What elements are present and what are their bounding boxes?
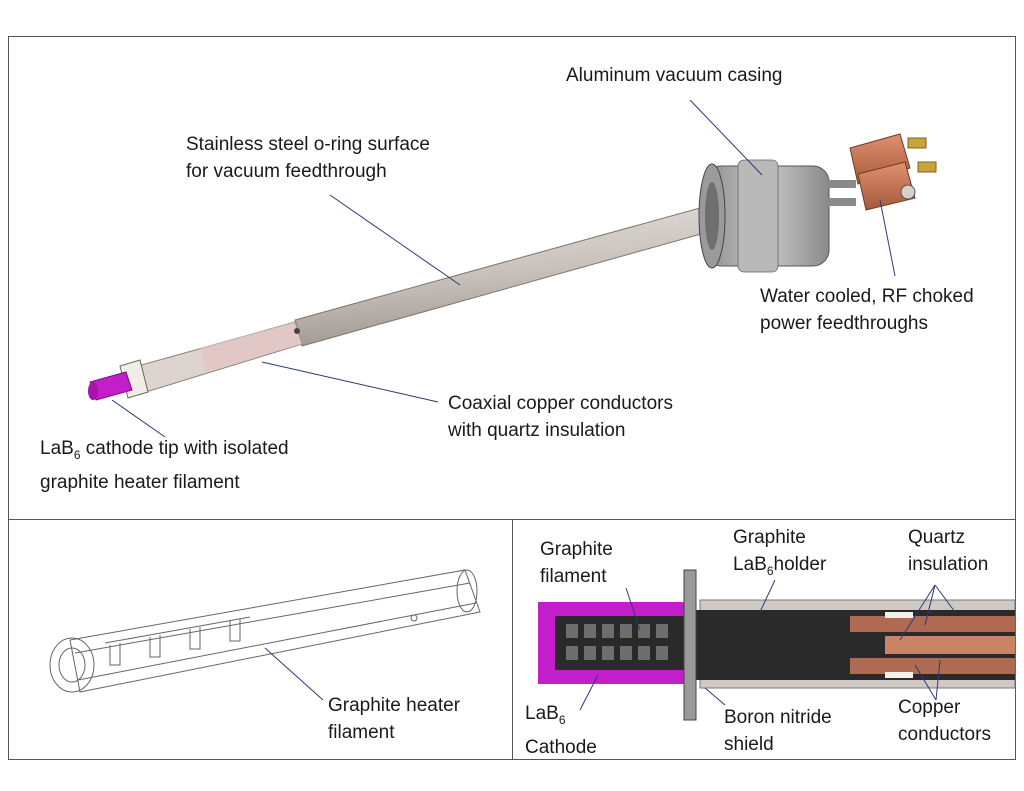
cathode-label: LaB6 Cathode [525,703,597,758]
power-feedthroughs [826,133,937,211]
holder-label: Graphite LaB6holder [733,527,827,578]
stainless-tube [294,207,709,347]
aluminum-casing [698,159,830,273]
tip-label: LaB6 cathode tip with isolated graphite … [40,438,289,493]
assembly-illustration [88,99,937,438]
top-leader-lines [111,99,896,438]
casing-label: Aluminum vacuum casing [566,65,783,86]
